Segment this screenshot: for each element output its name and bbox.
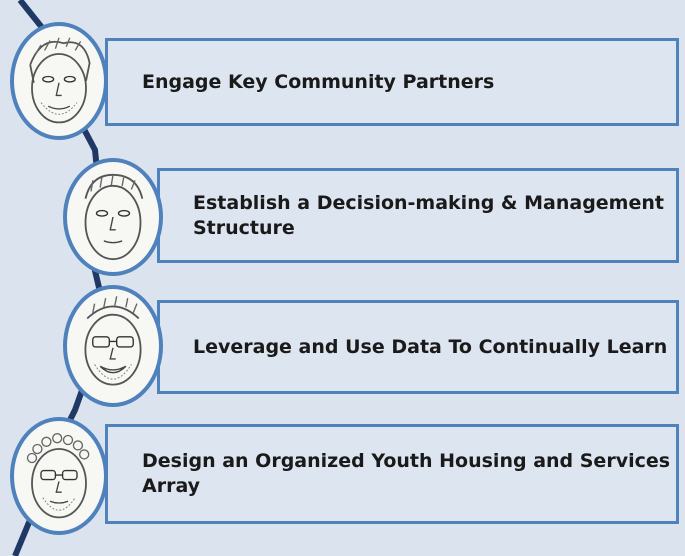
- portrait-sketch-icon: [63, 158, 163, 276]
- portrait-sketch-icon: [10, 417, 108, 535]
- step-label-2: Establish a Decision-making & Management…: [193, 191, 664, 239]
- step-box-3: Leverage and Use Data To Continually Lea…: [157, 300, 679, 394]
- portrait-sketch-icon: [10, 22, 108, 140]
- step-label-3: Leverage and Use Data To Continually Lea…: [193, 335, 668, 358]
- step-label-4: Design an Organized Youth Housing and Se…: [142, 450, 671, 497]
- step-box-1: Engage Key Community Partners: [105, 38, 679, 126]
- portrait-sketch-icon: [63, 285, 163, 407]
- step-label-1: Engage Key Community Partners: [142, 70, 495, 93]
- step-box-4: Design an Organized Youth Housing and Se…: [105, 424, 679, 524]
- step-box-2: Establish a Decision-making & Management…: [157, 168, 679, 263]
